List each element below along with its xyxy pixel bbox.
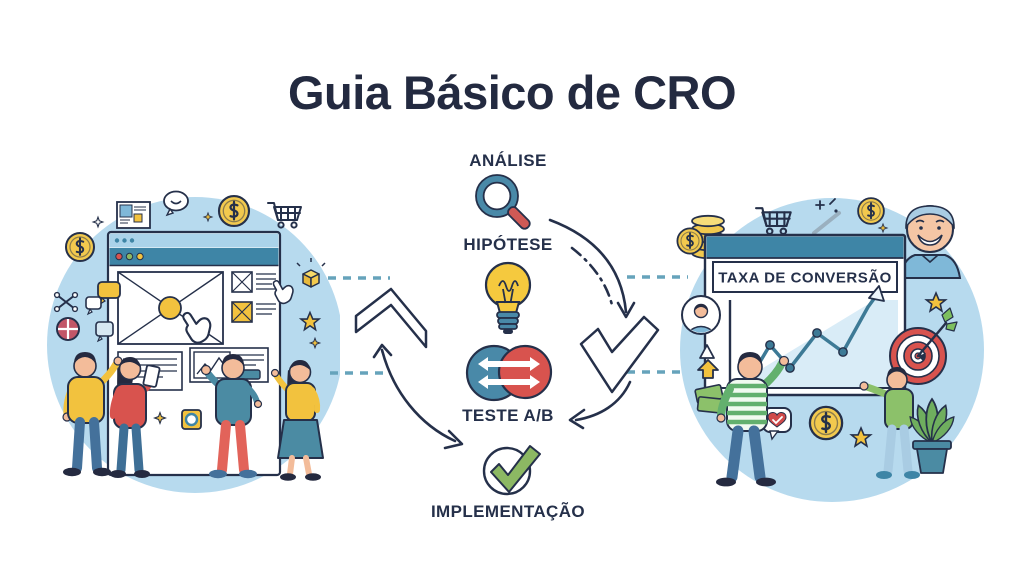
person-red-top bbox=[109, 357, 161, 478]
happy-customer-icon bbox=[898, 205, 962, 279]
magic-wand-icon bbox=[812, 198, 841, 235]
person-teal-shirt bbox=[200, 354, 263, 479]
page-title: Guia Básico de CRO bbox=[287, 66, 737, 120]
dashed-connector-lines bbox=[328, 275, 688, 375]
grid-circle-icon bbox=[56, 317, 80, 341]
left-scene-illustration bbox=[47, 190, 340, 493]
person-striped-shirt bbox=[716, 352, 790, 487]
person-yellow-shirt bbox=[62, 352, 123, 477]
heart-bubble-icon bbox=[762, 407, 792, 441]
up-arrow-icon bbox=[697, 359, 719, 379]
right-scene-illustration: TAXA DE CONVERSÃO bbox=[650, 165, 984, 502]
sketch-tools-icon bbox=[53, 291, 79, 313]
smile-bubble-icon bbox=[163, 190, 189, 217]
mini-wireframe-icon bbox=[116, 201, 151, 229]
step-label-teste-ab: TESTE A/B bbox=[462, 406, 554, 425]
triangle-icon bbox=[699, 344, 715, 359]
person-yellow-top-skirt bbox=[270, 360, 324, 481]
lightbulb-icon bbox=[484, 261, 532, 334]
line-chart-arrow-icon bbox=[743, 285, 885, 389]
ab-test-circles-icon bbox=[465, 344, 553, 402]
step-label-implementacao: IMPLEMENTAÇÃO bbox=[430, 502, 586, 521]
conversion-rate-header: TAXA DE CONVERSÃO bbox=[718, 269, 892, 287]
frame-dot-icon bbox=[181, 409, 202, 430]
step-label-hipotese: HIPÓTESE bbox=[463, 235, 553, 254]
plant-icon bbox=[906, 398, 958, 474]
check-shape bbox=[579, 315, 660, 394]
check-circle-icon bbox=[482, 445, 541, 496]
cube-icon bbox=[296, 258, 326, 288]
magnifier-icon bbox=[475, 174, 531, 230]
user-avatar-icon bbox=[681, 295, 721, 335]
person-green-shirt bbox=[859, 367, 920, 479]
chevron-up-shape bbox=[354, 287, 428, 349]
chat-bubbles-icon bbox=[85, 281, 121, 343]
list-items bbox=[231, 271, 276, 323]
cycle-arrows bbox=[372, 218, 636, 450]
step-label-analise: ANÁLISE bbox=[469, 151, 547, 170]
conversion-chart-panel: TAXA DE CONVERSÃO bbox=[703, 233, 907, 397]
